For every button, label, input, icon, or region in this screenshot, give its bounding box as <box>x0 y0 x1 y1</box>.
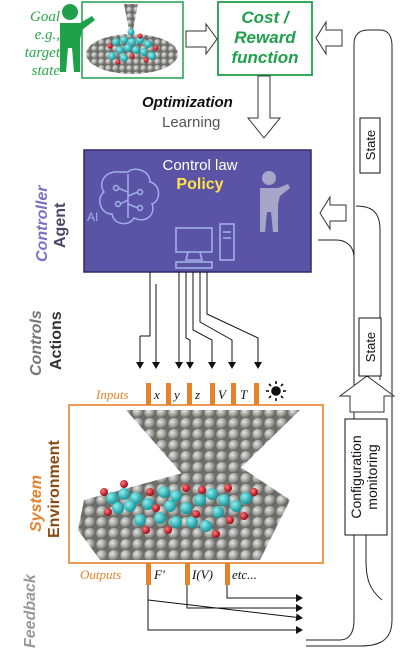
brain-icon <box>99 168 160 225</box>
optimization-arrow <box>246 75 282 139</box>
goal-label-line: e.g., <box>34 27 60 43</box>
controller-label: Controller <box>34 185 51 262</box>
goal-label-line: state <box>31 63 60 79</box>
goal-label-line: Goal <box>30 9 60 25</box>
feedback-label: Feedback <box>22 574 39 648</box>
feedback-lines <box>147 585 303 634</box>
inputs-label: Inputs <box>96 387 129 402</box>
optimization-label: Optimization <box>142 94 233 111</box>
output-ticks <box>146 563 230 585</box>
controls-label: Controls <box>28 310 45 376</box>
environment-frame <box>68 404 324 564</box>
control-law-label: Control law <box>162 157 238 174</box>
agent-label: Agent <box>52 202 69 248</box>
reward-line: Reward <box>234 28 296 47</box>
actions-label: Actions <box>48 311 65 370</box>
loop-to-cost-arrow <box>315 20 343 56</box>
system-label: System <box>28 475 45 532</box>
learning-label: Learning <box>162 114 221 131</box>
output-var-etc: etc... <box>232 567 257 582</box>
config-line-1: Configuration <box>348 435 364 519</box>
state-label-mid: State <box>363 331 378 363</box>
input-var-z: z <box>195 387 201 402</box>
input-var-t: T <box>240 387 248 402</box>
environment-image <box>78 410 300 560</box>
cost-line: Cost / <box>241 8 289 27</box>
config-line-2: monitoring <box>364 444 380 510</box>
environment-label: Environment <box>46 440 63 538</box>
config-monitoring-label: Configuration monitoring <box>348 423 380 531</box>
state-box-top <box>359 117 381 174</box>
goal-label-line: target <box>24 45 60 61</box>
output-var-f: F' <box>154 567 165 582</box>
output-var-iv: I(V) <box>192 567 213 582</box>
state-label-top: State <box>363 129 378 161</box>
computer-icon <box>175 223 235 269</box>
control-lines <box>140 272 262 369</box>
sun-icon <box>266 381 286 401</box>
input-var-y: y <box>174 387 180 402</box>
outputs-label: Outputs <box>80 567 122 582</box>
input-var-v: V <box>218 387 226 402</box>
cost-function-label: Cost / Reward function <box>220 8 310 68</box>
input-var-x: x <box>154 387 160 402</box>
goal-surface-image <box>86 4 178 74</box>
state-box-mid <box>358 317 382 377</box>
ai-badge: AI <box>87 210 99 224</box>
person-icon <box>260 171 290 232</box>
config-up-arrow <box>338 375 396 413</box>
loop-to-agent-arrow <box>319 195 347 231</box>
cost-function-frame <box>217 1 313 76</box>
goal-to-cost-arrow <box>185 22 218 56</box>
policy-label: Policy <box>176 176 224 193</box>
function-line: function <box>231 48 299 67</box>
goal-label: Goal e.g., target state <box>8 8 60 80</box>
feedback-loop <box>306 29 393 647</box>
person-icon <box>60 4 95 72</box>
config-monitoring-box <box>344 418 388 536</box>
input-ticks <box>146 383 259 405</box>
